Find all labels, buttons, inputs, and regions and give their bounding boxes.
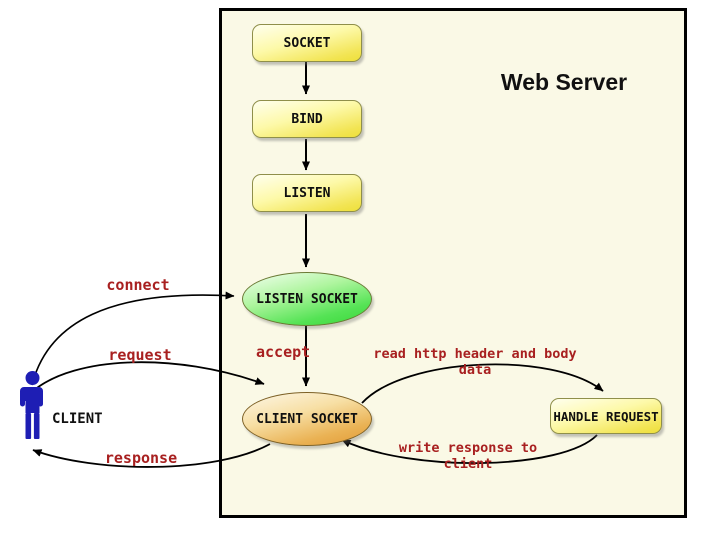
- node-listen-socket-label: LISTEN SOCKET: [256, 291, 358, 307]
- node-listen: LISTEN: [252, 174, 362, 212]
- node-handle-request-label: HANDLE REQUEST: [553, 408, 659, 424]
- node-listen-socket: LISTEN SOCKET: [242, 272, 372, 326]
- node-bind-label: BIND: [291, 111, 323, 127]
- edge-label-request: request: [108, 346, 172, 364]
- edge-label-write-response: write response to client: [398, 440, 538, 472]
- edge-label-connect: connect: [106, 276, 170, 294]
- edge-label-read-http: read http header and body data: [373, 346, 577, 378]
- node-socket: SOCKET: [252, 24, 362, 62]
- node-listen-label: LISTEN: [283, 185, 331, 201]
- edge-label-response: response: [104, 449, 178, 467]
- node-client-socket-label: CLIENT SOCKET: [256, 411, 358, 427]
- edge-label-accept: accept: [256, 343, 311, 361]
- client-actor-label: CLIENT: [52, 411, 103, 427]
- client-person-icon: [20, 371, 43, 439]
- node-socket-label: SOCKET: [283, 35, 331, 51]
- node-handle-request: HANDLE REQUEST: [550, 398, 662, 434]
- connect-arrow: [31, 291, 235, 386]
- node-client-socket: CLIENT SOCKET: [242, 392, 372, 446]
- web-server-title: Web Server: [500, 69, 628, 95]
- node-bind: BIND: [252, 100, 362, 138]
